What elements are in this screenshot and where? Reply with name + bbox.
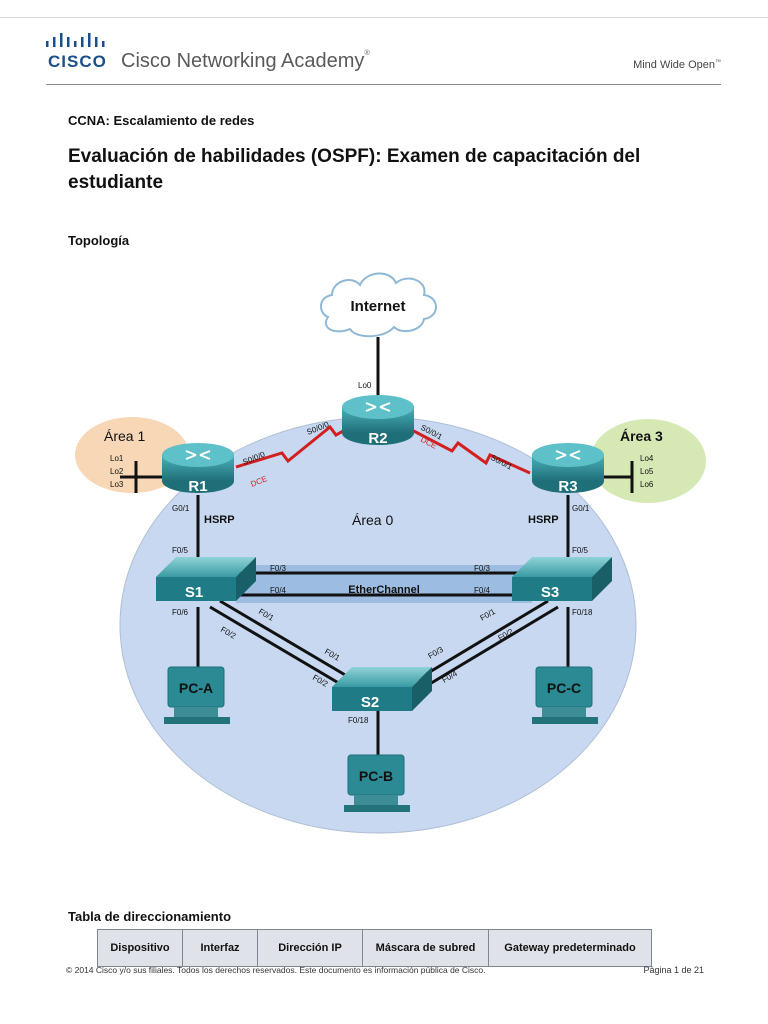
r1-g01-label: G0/1 (172, 504, 190, 513)
lo2-label: Lo2 (110, 467, 124, 476)
s3-f04-label: F0/4 (474, 586, 491, 595)
etherchannel-band (236, 565, 532, 603)
footer-page-number: Página 1 de 21 (643, 965, 704, 975)
serial-link-r1-r2 (235, 424, 351, 469)
cisco-wordmark: CISCO (48, 52, 107, 71)
lo5-label: Lo5 (640, 467, 654, 476)
cisco-logo-icon (46, 33, 105, 47)
lo3-label: Lo3 (110, 480, 124, 489)
lo1-label: Lo1 (110, 454, 124, 463)
s3-label: S3 (541, 584, 559, 601)
router-r2 (342, 395, 414, 445)
internet-label: Internet (350, 298, 405, 315)
ethernet-links (120, 337, 632, 755)
page-title: Evaluación de habilidades (OSPF): Examen… (68, 146, 641, 193)
header-rule (46, 84, 721, 85)
s2-f018-label: F0/18 (348, 716, 369, 725)
area-3-label: Área 3 (620, 428, 663, 444)
router-r3 (532, 443, 604, 493)
tagline: Mind Wide Open™ (633, 59, 721, 71)
page-top-line (0, 17, 768, 18)
network-topology-diagram: Internet EtherChannel (75, 272, 706, 834)
pc-c-label: PC-C (547, 680, 581, 696)
s3-f018-label: F0/18 (572, 608, 593, 617)
addressing-table: Dispositivo Interfaz Dirección IP Máscar… (97, 929, 652, 967)
r3-g01-label: G0/1 (572, 504, 590, 513)
area-3-region (590, 419, 706, 503)
s2-label: S2 (361, 694, 379, 711)
serial-link-r2-r3 (405, 425, 531, 475)
col-default-gateway: Gateway predeterminado (488, 929, 652, 967)
r3-label: R3 (558, 478, 577, 495)
pc-b-label: PC-B (359, 768, 393, 784)
area-1-region (75, 417, 189, 493)
area-1-label: Área 1 (104, 428, 145, 444)
addressing-table-heading: Tabla de direccionamiento (68, 909, 232, 924)
col-interface: Interfaz (182, 929, 258, 967)
col-ip-address: Dirección IP (257, 929, 363, 967)
s1-f04-label: F0/4 (270, 586, 287, 595)
s1-f05-label: F0/5 (172, 546, 189, 555)
pc-a-icon (164, 666, 230, 724)
course-title: CCNA: Escalamiento de redes (68, 113, 255, 128)
switch-s1 (156, 557, 256, 601)
pc-b-icon (344, 754, 410, 812)
area-0-label: Área 0 (352, 512, 393, 528)
lo0-label: Lo0 (358, 381, 372, 390)
etherchannel-label: EtherChannel (348, 584, 420, 596)
s1-f06-label: F0/6 (172, 608, 189, 617)
pc-c-icon (532, 666, 598, 724)
s3-f05-label: F0/5 (572, 546, 589, 555)
pc-a-label: PC-A (179, 680, 213, 696)
r2-label: R2 (368, 430, 387, 447)
topology-heading: Topología (68, 233, 130, 248)
switch-s2 (332, 667, 432, 711)
footer-copyright: © 2014 Cisco y/o sus filiales. Todos los… (66, 965, 486, 975)
lo6-label: Lo6 (640, 480, 654, 489)
col-device: Dispositivo (97, 929, 183, 967)
internet-cloud-icon (320, 272, 437, 338)
academy-name: Cisco Networking Academy® (121, 50, 370, 72)
col-subnet-mask: Máscara de subred (362, 929, 489, 967)
router-r1 (162, 443, 234, 493)
s1-label: S1 (185, 584, 203, 601)
hsrp-r1-label: HSRP (204, 514, 235, 526)
switch-s3 (512, 557, 612, 601)
hsrp-r3-label: HSRP (528, 514, 559, 526)
loopback-bars (134, 461, 634, 493)
lo4-label: Lo4 (640, 454, 654, 463)
s3-f03-label: F0/3 (474, 564, 491, 573)
r1-label: R1 (188, 478, 207, 495)
s1-f03-label: F0/3 (270, 564, 287, 573)
